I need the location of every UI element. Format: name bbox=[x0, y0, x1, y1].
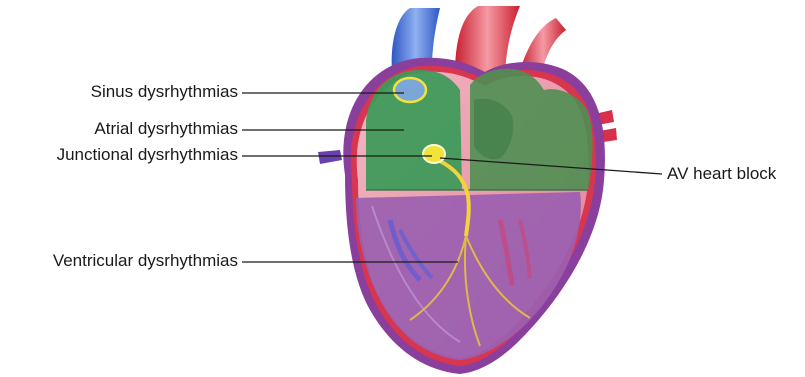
sinus-node bbox=[394, 78, 426, 102]
label-atrial-dysrhythmias: Atrial dysrhythmias bbox=[0, 119, 238, 139]
label-ventricular-dysrhythmias: Ventricular dysrhythmias bbox=[0, 251, 238, 271]
label-av-heart-block: AV heart block bbox=[667, 164, 776, 184]
label-sinus-dysrhythmias: Sinus dysrhythmias bbox=[0, 82, 238, 102]
label-junctional-dysrhythmias: Junctional dysrhythmias bbox=[0, 145, 238, 165]
av-node bbox=[423, 145, 445, 163]
